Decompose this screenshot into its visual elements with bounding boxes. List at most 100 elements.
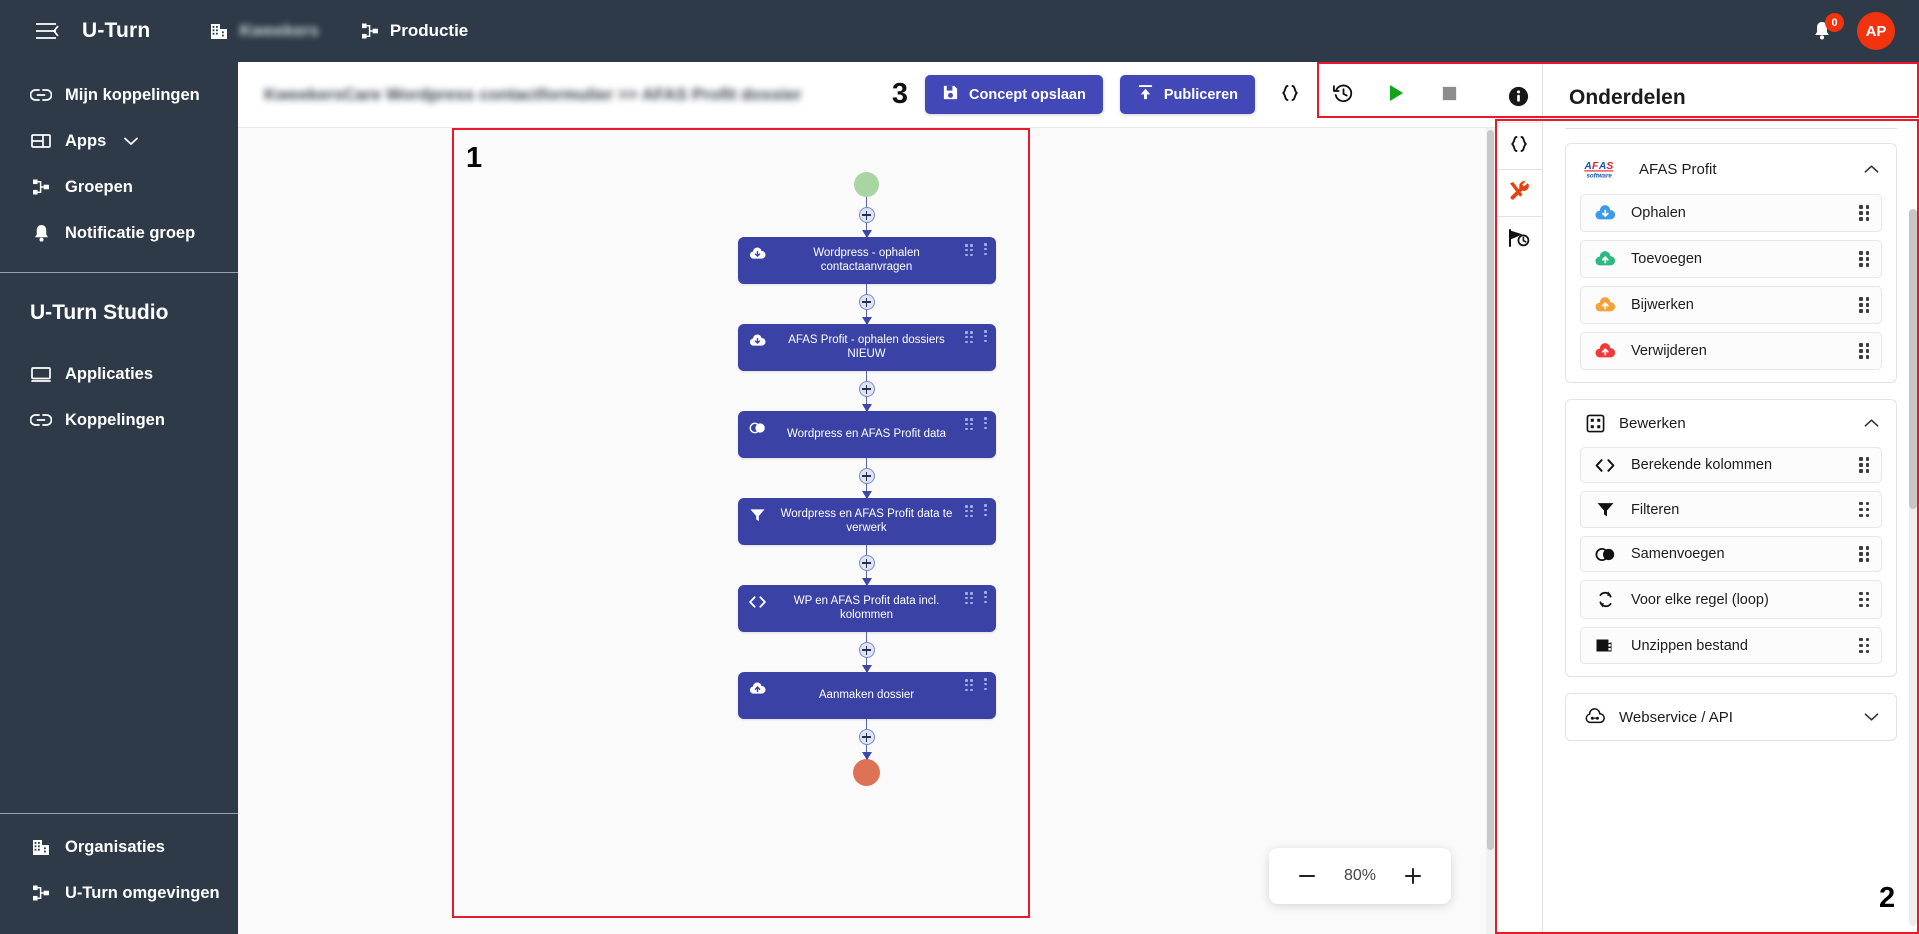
sidebar-item-apps[interactable]: Apps [0, 118, 238, 164]
run-button[interactable] [1378, 77, 1414, 113]
component-group-webservice-api: Webservice / API [1565, 693, 1897, 741]
chevron-down-icon[interactable] [1864, 709, 1879, 726]
component-item-bijwerken[interactable]: Bijwerken [1580, 286, 1882, 324]
drag-handle-icon[interactable] [965, 679, 973, 692]
drag-handle-icon[interactable] [1859, 251, 1869, 267]
flow-node[interactable]: Wordpress en AFAS Profit data te verwerk [737, 498, 996, 545]
chevron-up-icon[interactable] [1864, 415, 1879, 432]
component-item-samenvoegen[interactable]: Samenvoegen [1580, 536, 1882, 572]
node-menu-icon[interactable] [983, 243, 987, 256]
add-step-button[interactable] [858, 642, 875, 658]
group-header[interactable]: Bewerken [1566, 400, 1896, 447]
history-clock-icon [1332, 82, 1355, 108]
drag-handle-icon[interactable] [1859, 205, 1869, 221]
add-step-button[interactable] [858, 294, 875, 310]
cloud-upload-icon [748, 679, 767, 698]
drag-handle-icon[interactable] [1859, 546, 1869, 562]
add-step-button[interactable] [858, 555, 875, 571]
canvas-scrollbar-thumb[interactable] [1487, 130, 1494, 850]
flow-node[interactable]: WP en AFAS Profit data incl. kolommen [737, 585, 996, 632]
flow-node-label: Aanmaken dossier [818, 688, 915, 701]
sidebar-item-groepen[interactable]: Groepen [0, 164, 238, 210]
drag-handle-icon[interactable] [1859, 297, 1869, 313]
zoom-in-button[interactable] [1398, 861, 1428, 891]
zoom-control: 80% [1269, 848, 1451, 904]
sidebar-item-organisaties[interactable]: Organisaties [0, 824, 238, 870]
drag-handle-icon[interactable] [1859, 637, 1869, 654]
drag-handle-icon[interactable] [965, 244, 973, 257]
building-icon [208, 20, 230, 42]
drag-handle-icon[interactable] [1859, 457, 1869, 473]
top-navigation-bar: U-Turn Kweekers [0, 0, 1919, 62]
drag-handle-icon[interactable] [965, 505, 973, 518]
node-menu-icon[interactable] [983, 591, 987, 604]
stop-button[interactable] [1431, 77, 1467, 113]
rail-info-button[interactable] [1495, 76, 1542, 123]
cloud-download-icon [748, 244, 767, 263]
history-button[interactable] [1325, 77, 1361, 113]
add-step-button[interactable] [858, 729, 875, 745]
sidebar-item-uturn-omgevingen[interactable]: U-Turn omgevingen [0, 870, 238, 916]
panel-scrollbar-thumb[interactable] [1909, 209, 1917, 509]
hamburger-menu-icon[interactable] [34, 18, 60, 44]
add-step-button[interactable] [858, 468, 875, 484]
components-panel-body: Onderdelen A F A S [1543, 62, 1919, 934]
component-item-berekende-kolommen[interactable]: Berekende kolommen [1580, 447, 1882, 483]
notifications-button[interactable]: 0 [1809, 13, 1844, 45]
sidebar-item-koppelingen[interactable]: Koppelingen [0, 397, 238, 443]
view-code-button[interactable] [1272, 77, 1308, 113]
drag-handle-icon[interactable] [965, 592, 973, 605]
canvas-scrollbar[interactable] [1486, 128, 1495, 934]
body-row: Mijn koppelingen Apps [0, 62, 1919, 934]
component-item-label: Toevoegen [1631, 251, 1702, 267]
add-step-button[interactable] [858, 381, 875, 397]
component-item-filteren[interactable]: Filteren [1580, 491, 1882, 528]
rail-tools-button[interactable] [1495, 170, 1542, 217]
flow-node-label: Wordpress en AFAS Profit data te verwerk [780, 508, 953, 534]
environment-selector[interactable]: Productie [359, 20, 468, 42]
flow-start-node[interactable] [854, 172, 879, 197]
chevron-up-icon[interactable] [1864, 161, 1879, 178]
add-step-button[interactable] [858, 207, 875, 223]
save-draft-button[interactable]: Concept opslaan [925, 75, 1103, 114]
group-header[interactable]: A F A S software AFAS Profit [1566, 144, 1896, 194]
flow-node[interactable]: Wordpress - ophalen contactaanvragen [737, 237, 996, 284]
info-icon [1507, 85, 1530, 113]
node-menu-icon[interactable] [983, 417, 987, 430]
code-brackets-icon [748, 592, 767, 611]
organization-selector[interactable]: Kweekers [208, 20, 319, 42]
drag-handle-icon[interactable] [1859, 501, 1869, 518]
zoom-out-button[interactable] [1292, 861, 1322, 891]
code-brackets-icon [1593, 458, 1617, 473]
component-item-verwijderen[interactable]: Verwijderen [1580, 332, 1882, 370]
node-menu-icon[interactable] [983, 504, 987, 517]
rail-schedule-button[interactable] [1495, 217, 1542, 264]
sidebar-item-mijn-koppelingen[interactable]: Mijn koppelingen [0, 72, 238, 118]
component-item-unzippen-bestand[interactable]: Unzippen bestand [1580, 627, 1882, 664]
rail-code-button[interactable] [1495, 123, 1542, 170]
panel-scrollbar[interactable] [1909, 209, 1917, 926]
flow-canvas[interactable]: Wordpress - ophalen contactaanvragen [238, 128, 1495, 934]
drag-handle-icon[interactable] [1859, 591, 1869, 608]
organization-name: Kweekers [239, 21, 319, 40]
group-header[interactable]: Webservice / API [1566, 694, 1896, 740]
sidebar-item-applicaties[interactable]: Applicaties [0, 351, 238, 397]
flow-connector [738, 545, 996, 586]
node-menu-icon[interactable] [983, 330, 987, 343]
drag-handle-icon[interactable] [1859, 343, 1869, 359]
node-menu-icon[interactable] [983, 678, 987, 691]
save-icon [942, 84, 959, 105]
group-label: Bewerken [1619, 415, 1686, 432]
user-avatar[interactable]: AP [1857, 12, 1895, 50]
flow-node[interactable]: Aanmaken dossier [737, 672, 996, 719]
component-item-toevoegen[interactable]: Toevoegen [1580, 240, 1882, 278]
drag-handle-icon[interactable] [965, 331, 973, 344]
drag-handle-icon[interactable] [965, 418, 973, 431]
component-item-voor-elke-regel-loop[interactable]: Voor elke regel (loop) [1580, 580, 1882, 619]
sidebar-item-notificatie-groep[interactable]: Notificatie groep [0, 210, 238, 256]
flow-end-node[interactable] [853, 759, 880, 786]
publish-button[interactable]: Publiceren [1119, 75, 1255, 114]
component-item-ophalen[interactable]: Ophalen [1580, 194, 1882, 232]
flow-node[interactable]: AFAS Profit - ophalen dossiers NIEUW [737, 324, 996, 371]
flow-node[interactable]: Wordpress en AFAS Profit data [737, 411, 996, 458]
